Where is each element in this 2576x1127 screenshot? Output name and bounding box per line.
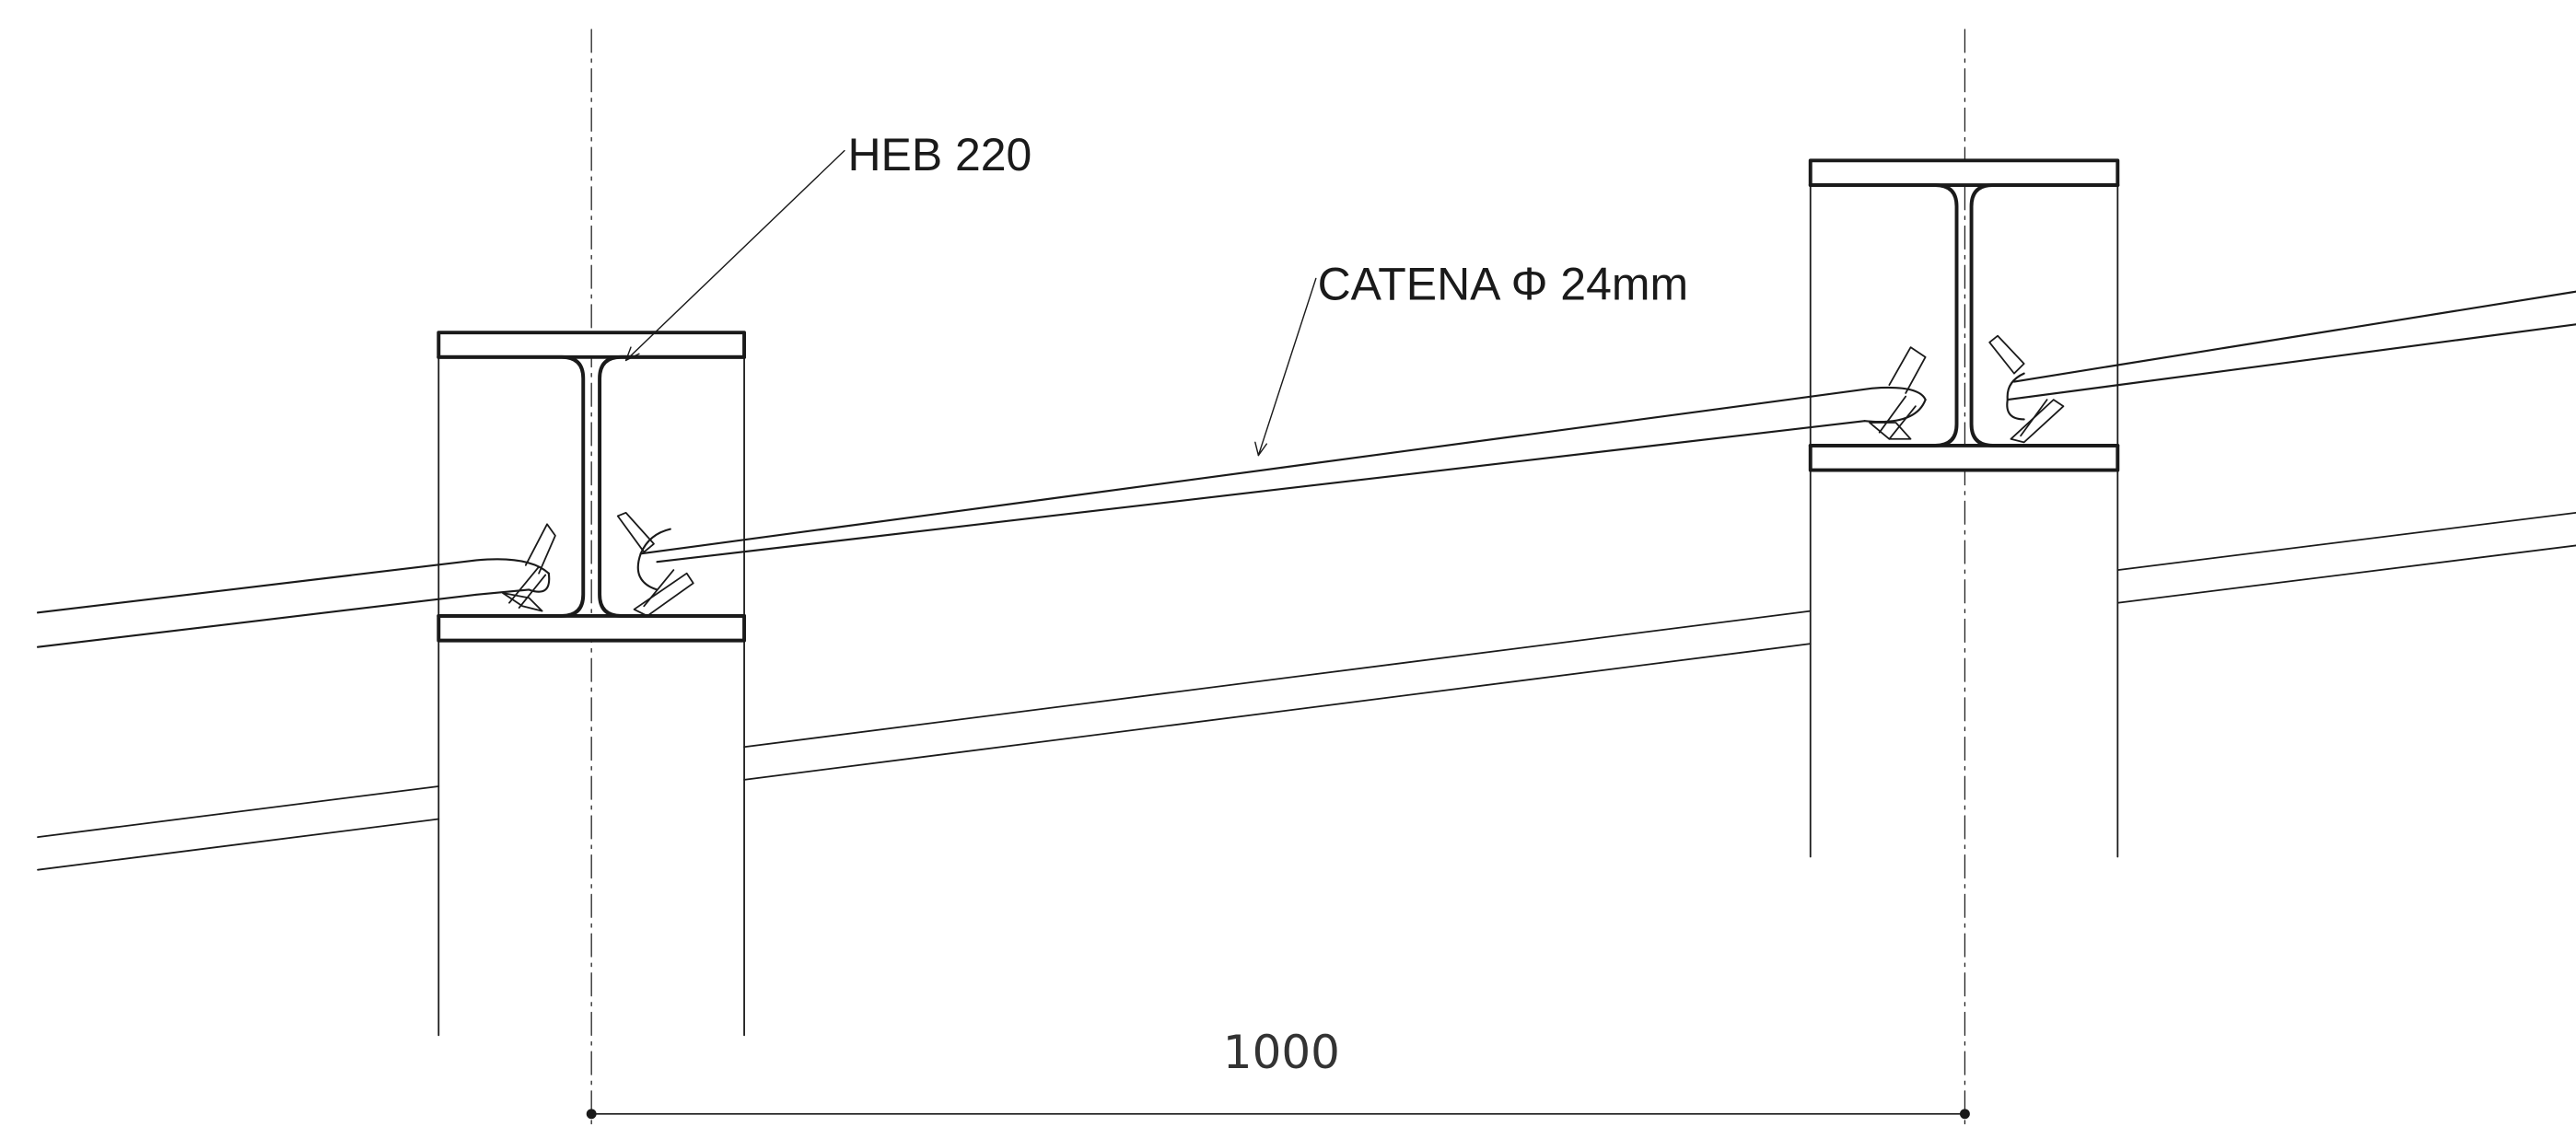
post-right: [1809, 184, 2119, 858]
top-flange-left: [437, 331, 747, 359]
web-left-b: [598, 354, 747, 618]
leader-chain: [1254, 277, 1317, 457]
heb-label: HEB 220: [847, 129, 1032, 180]
web-right-a: [1808, 183, 1959, 447]
bottom-flange-right: [1808, 443, 2120, 472]
web-right-b: [1969, 183, 2120, 447]
chain-links-right: [1869, 334, 2065, 444]
dimension-tick-left: [586, 1109, 597, 1120]
dimension-value: 1000: [1223, 1026, 1340, 1079]
upper-chain: [36, 290, 2576, 648]
post-left: [437, 355, 745, 1037]
chain-label: CATENA Φ 24mm: [1318, 259, 1688, 310]
dimension-line: [586, 1109, 1970, 1120]
web-left-a: [437, 354, 586, 618]
heb-section-right: [1808, 158, 2120, 472]
dimension-tick-right: [1959, 1109, 1970, 1120]
lower-chain: [37, 511, 2576, 871]
chain-links-left: [501, 511, 694, 617]
top-flange-right: [1808, 158, 2120, 187]
center-lines: [590, 29, 1966, 1125]
leader-heb: [624, 149, 845, 362]
heb-section-left: [437, 331, 747, 643]
bottom-flange-left: [437, 613, 747, 643]
